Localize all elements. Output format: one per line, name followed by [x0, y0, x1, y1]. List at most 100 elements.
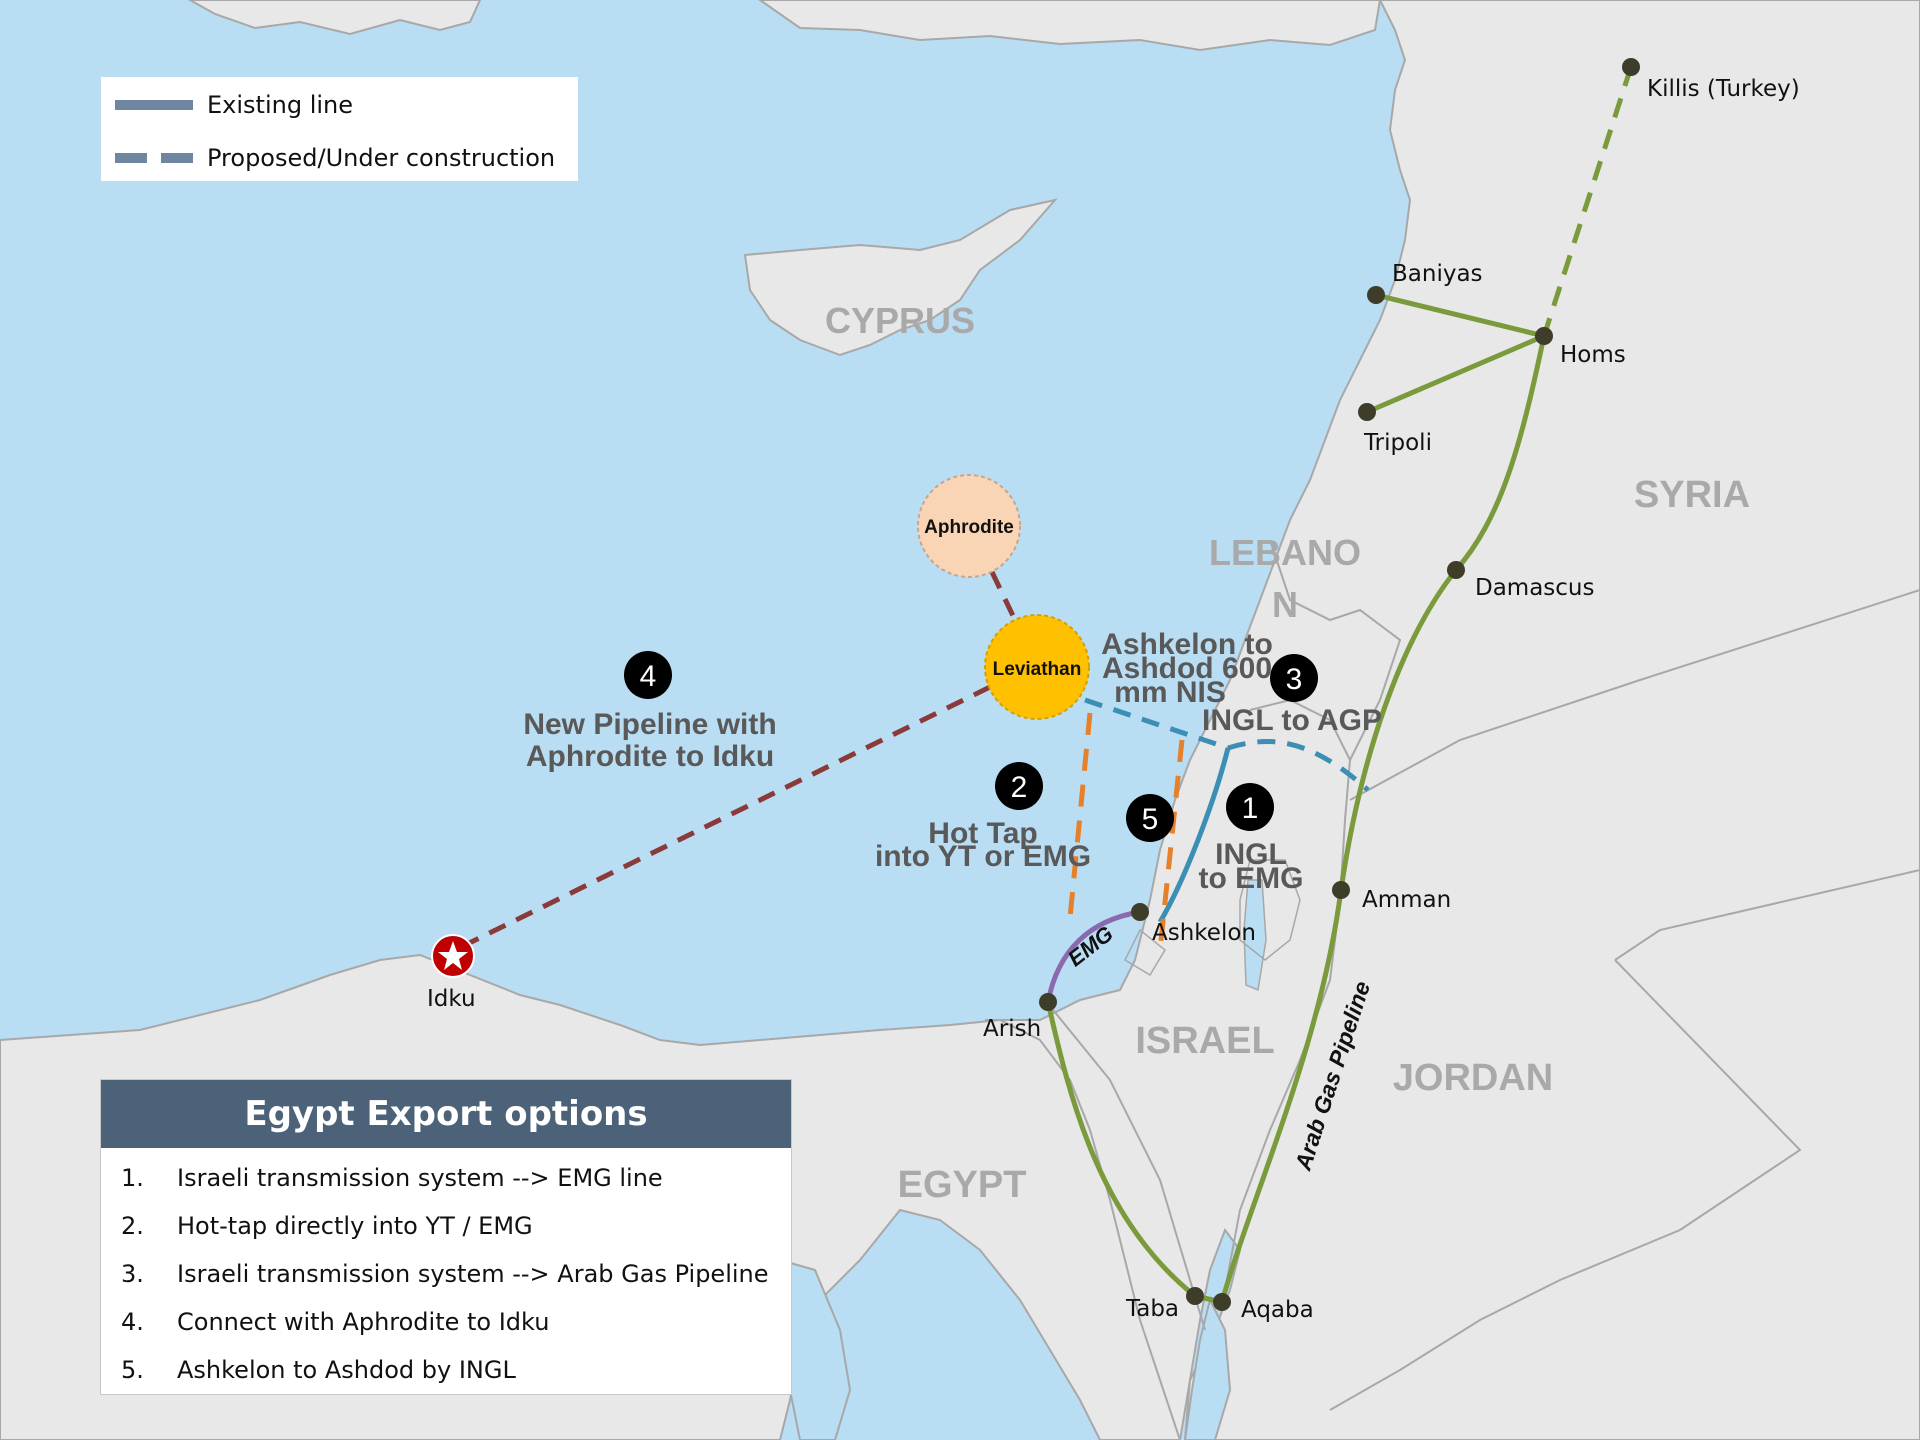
country-label-syria: SYRIA	[1634, 474, 1750, 516]
option-badge-3-num: 3	[1286, 663, 1303, 696]
aphrodite-label: Aphrodite	[924, 517, 1014, 538]
city-label-idku: Idku	[427, 986, 476, 1012]
city-label-arish: Arish	[983, 1016, 1041, 1042]
node-aqaba	[1213, 1293, 1231, 1311]
list-item: 2. Hot-tap directly into YT / EMG	[101, 1202, 791, 1250]
option-2-label-2: into YT or EMG	[875, 840, 1091, 873]
export-options-panel: Egypt Export options 1. Israeli transmiss…	[100, 1079, 792, 1395]
pipeline-ingl-to-agp	[1227, 739, 1370, 792]
legend-swatch-proposed	[115, 153, 193, 163]
city-label-amman: Amman	[1362, 887, 1451, 913]
option-2-label-1: Hot Tap	[928, 817, 1037, 850]
aphrodite-field	[917, 474, 1021, 578]
city-label-baniyas: Baniyas	[1392, 261, 1483, 287]
country-label-cyprus: CYPRUS	[825, 300, 975, 341]
leviathan-field	[984, 614, 1090, 720]
option-badge-5	[1126, 794, 1174, 842]
option-badge-1	[1226, 783, 1274, 831]
country-label-lebanon-2: N	[1272, 584, 1298, 625]
node-tripoli	[1358, 403, 1376, 421]
option-badge-4-num: 4	[640, 660, 657, 693]
pipeline-arish-aqaba	[1045, 1001, 1223, 1305]
node-taba	[1186, 1287, 1204, 1305]
node-homs	[1535, 327, 1553, 345]
export-options-list: 1. Israeli transmission system --> EMG li…	[101, 1148, 791, 1394]
list-item-text: Connect with Aphrodite to Idku	[177, 1308, 550, 1336]
option-5-label-1: Ashkelon to	[1101, 628, 1273, 661]
node-amman	[1332, 881, 1350, 899]
pipeline-emg	[1045, 909, 1141, 1003]
west-bank-border	[1239, 859, 1301, 961]
node-arish	[1039, 993, 1057, 1011]
city-label-homs: Homs	[1560, 342, 1626, 368]
option-badge-2	[995, 762, 1043, 810]
gulf-of-aqaba	[1183, 1297, 1232, 1440]
city-label-killis: Killis (Turkey)	[1647, 76, 1800, 102]
city-label-ashkelon: Ashkelon	[1152, 920, 1256, 946]
list-item-text: Israeli transmission system --> EMG line	[177, 1164, 663, 1192]
pipeline-baniyas-homs	[1375, 292, 1545, 339]
list-item-number: 1.	[121, 1164, 144, 1192]
option-badge-4	[624, 651, 672, 699]
option-badge-3	[1270, 654, 1318, 702]
pipeline-killis-homs	[1541, 66, 1634, 337]
pipeline-tripoli-homs	[1366, 333, 1545, 415]
list-item-text: Ashkelon to Ashdod by INGL	[177, 1356, 516, 1384]
idku-star-icon	[431, 934, 475, 978]
node-killis	[1622, 58, 1640, 76]
legend-row-proposed: Proposed/Under construction	[115, 143, 555, 173]
israel-lebanon-border	[1249, 698, 1351, 761]
pipeline-leviathan-idku	[453, 684, 992, 953]
option-4-label-1: New Pipeline with	[523, 708, 776, 741]
option-1-label-1: INGL	[1215, 838, 1287, 871]
turkey-coast-west	[187, 0, 482, 36]
leviathan-label: Leviathan	[993, 659, 1082, 680]
list-item-text: Israeli transmission system --> Arab Gas…	[177, 1260, 769, 1288]
legend-swatch-existing	[115, 100, 193, 110]
list-item: 5. Ashkelon to Ashdod by INGL	[101, 1346, 791, 1394]
option-5-label-2: Ashdod 600	[1102, 652, 1272, 685]
legend-row-existing: Existing line	[115, 90, 353, 120]
list-item-number: 4.	[121, 1308, 144, 1336]
country-label-lebanon-1: LEBANO	[1209, 532, 1361, 573]
jordan-saudi-border	[1614, 869, 1920, 961]
option-badge-2-num: 2	[1011, 771, 1028, 804]
pipeline-arab-gas-main	[1219, 335, 1547, 1303]
list-item-text: Hot-tap directly into YT / EMG	[177, 1212, 533, 1240]
option-badge-5-num: 5	[1142, 803, 1159, 836]
list-item-number: 5.	[121, 1356, 144, 1384]
option-badge-1-num: 1	[1242, 792, 1259, 825]
option-5-label-3: mm NIS	[1114, 676, 1226, 709]
country-label-egypt: EGYPT	[898, 1164, 1027, 1206]
list-item: 3. Israeli transmission system --> Arab G…	[101, 1250, 791, 1298]
jordan-saudi-border-south	[1329, 959, 1802, 1411]
country-label-israel: ISRAEL	[1135, 1020, 1274, 1062]
dead-sea	[1243, 879, 1267, 992]
export-options-title: Egypt Export options	[101, 1080, 791, 1148]
pipeline-ingl-existing	[1157, 747, 1231, 924]
legend-label-existing: Existing line	[207, 91, 354, 119]
list-item-number: 2.	[121, 1212, 144, 1240]
syria-jordan-border	[1349, 589, 1920, 801]
option-1-label-2: to EMG	[1199, 862, 1304, 895]
city-label-taba: Taba	[1125, 1296, 1179, 1322]
pipeline-leviathan-ingl	[1084, 697, 1229, 751]
map-legend: Existing line Proposed/Under constructio…	[101, 77, 578, 181]
list-item-number: 3.	[121, 1260, 144, 1288]
node-damascus	[1447, 561, 1465, 579]
list-item: 4. Connect with Aphrodite to Idku	[101, 1298, 791, 1346]
option-4-label-2: Aphrodite to Idku	[526, 740, 774, 773]
gaza-border	[1124, 928, 1166, 977]
pipeline-aphrodite-leviathan	[989, 570, 1019, 624]
city-label-damascus: Damascus	[1475, 575, 1595, 601]
country-label-jordan: JORDAN	[1393, 1057, 1553, 1099]
node-ashkelon	[1131, 903, 1149, 921]
list-item: 1. Israeli transmission system --> EMG li…	[101, 1154, 791, 1202]
cyprus-island	[743, 198, 1058, 357]
legend-label-proposed: Proposed/Under construction	[207, 144, 556, 172]
city-label-aqaba: Aqaba	[1241, 1297, 1314, 1323]
node-baniyas	[1367, 286, 1385, 304]
turkey-coast-south	[758, 0, 1382, 52]
lebanon-syria-border	[1269, 539, 1402, 821]
